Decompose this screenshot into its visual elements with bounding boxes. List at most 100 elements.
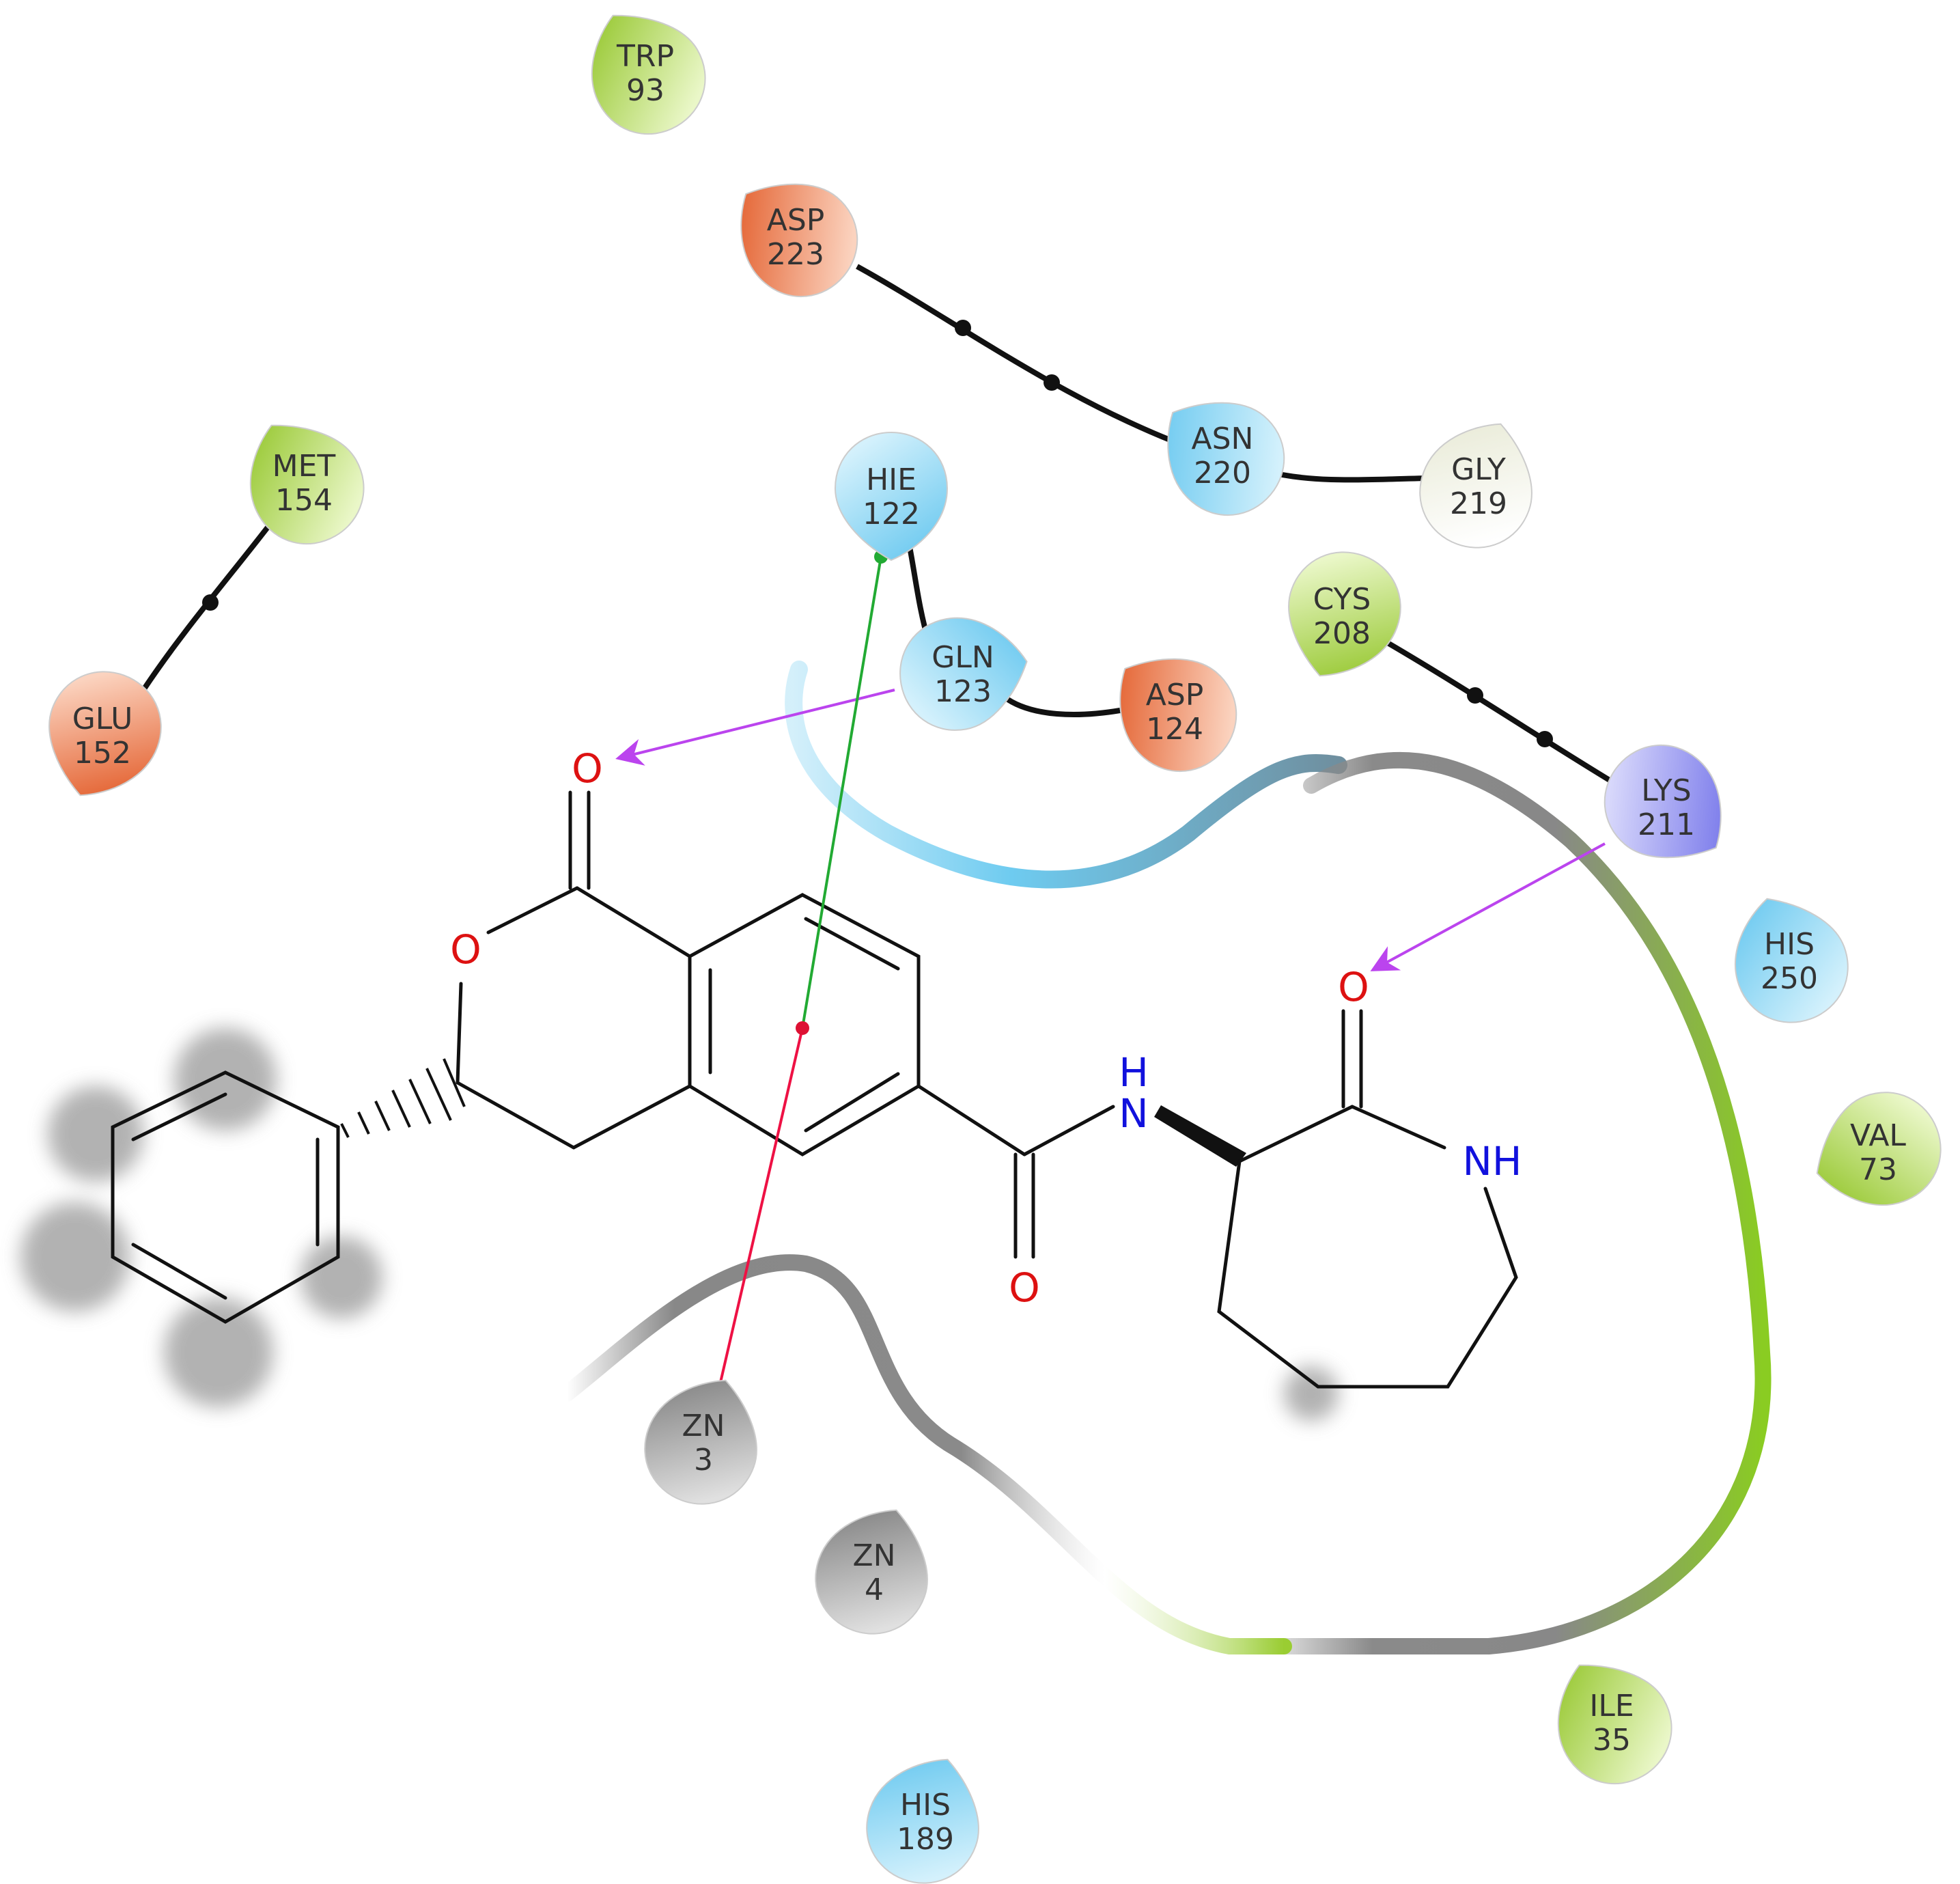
residue-name: GLY bbox=[1451, 452, 1506, 487]
atom-o-lactone-carbonyl: O bbox=[572, 745, 603, 792]
residue-number: 93 bbox=[626, 73, 664, 108]
residue-drop-shape bbox=[1419, 423, 1532, 549]
residue-name: ILE bbox=[1589, 1689, 1634, 1723]
stereo-solid-wedge bbox=[1154, 1105, 1246, 1167]
phenyl-double-bond bbox=[131, 1092, 227, 1141]
residue-name: VAL bbox=[1850, 1118, 1906, 1153]
phenyl-ring bbox=[111, 1070, 340, 1324]
residue-name: TRP bbox=[616, 39, 674, 74]
ring-centroid bbox=[796, 1021, 809, 1035]
backbone-dot bbox=[1467, 687, 1483, 704]
residue-number: 152 bbox=[74, 736, 131, 771]
residue-number: 35 bbox=[1593, 1723, 1631, 1758]
residue-number: 250 bbox=[1761, 961, 1818, 996]
bond-o2-c1 bbox=[486, 886, 579, 934]
backbone-dot bbox=[1044, 374, 1060, 391]
stereo-hash-wedge bbox=[340, 1058, 466, 1138]
phenyl-double-bond bbox=[131, 1243, 227, 1300]
residue-drop-shape bbox=[1735, 898, 1849, 1023]
residue-drop-shape bbox=[1604, 744, 1722, 859]
residue-drop-shape bbox=[644, 1379, 757, 1505]
residue-name: ZN bbox=[852, 1538, 895, 1573]
residue-number: 211 bbox=[1638, 807, 1695, 842]
residue-name: ASN bbox=[1192, 421, 1254, 456]
bond-c4-c4a bbox=[572, 1084, 692, 1150]
residue-drop-shape bbox=[591, 14, 706, 135]
bond-ring-amide-c bbox=[916, 1084, 1026, 1156]
bond-c1-c8a bbox=[575, 886, 692, 958]
residue-number: 4 bbox=[865, 1573, 884, 1607]
atom-o-amide: O bbox=[1009, 1264, 1040, 1311]
atom-n-amide: N bbox=[1119, 1090, 1148, 1137]
residue-zn3: ZN3 bbox=[644, 1379, 757, 1505]
backbone-asn220-gly219 bbox=[1265, 469, 1435, 483]
backbone-asp223-asn220 bbox=[856, 264, 1200, 454]
residue-name: LYS bbox=[1641, 773, 1691, 808]
backbone-dot bbox=[955, 320, 971, 336]
atom-o-ring: O bbox=[450, 926, 481, 973]
atom-labels: O O O H N O NH bbox=[450, 745, 1522, 1311]
residue-drop-shape bbox=[815, 1509, 928, 1635]
residue-name: MET bbox=[272, 449, 336, 484]
bond-amide-c-n bbox=[1022, 1105, 1115, 1156]
residue-name: ASP bbox=[1146, 678, 1204, 712]
hbond-lys211-o-lactam bbox=[1370, 842, 1606, 971]
residue-number: 189 bbox=[897, 1822, 954, 1857]
residue-drop-shape bbox=[740, 183, 858, 298]
residue-zn4: ZN4 bbox=[815, 1509, 928, 1635]
residue-drop-shape bbox=[1816, 1092, 1942, 1206]
residue-name: GLU bbox=[72, 702, 133, 736]
residue-name: HIE bbox=[866, 462, 916, 497]
backbone-cys208-lys211 bbox=[1384, 639, 1621, 788]
residue-drop-shape bbox=[249, 424, 365, 545]
residue-number: 223 bbox=[767, 237, 824, 272]
backbone-gln123-asp124 bbox=[1002, 694, 1121, 717]
residue-number: 122 bbox=[863, 497, 920, 531]
atom-h-amide: H bbox=[1119, 1049, 1149, 1096]
residue-drop-shape bbox=[1167, 402, 1285, 516]
benzene-double-bond bbox=[804, 917, 900, 971]
bond-co-nh bbox=[1350, 1105, 1446, 1150]
bond-c3-o2 bbox=[456, 982, 463, 1085]
residue-drop-shape bbox=[1119, 658, 1237, 773]
azepane-ring bbox=[1217, 1159, 1518, 1389]
residue-name: ASP bbox=[767, 203, 825, 238]
hbond-gln123-o-carbonyl bbox=[615, 689, 895, 766]
residue-name: GLN bbox=[932, 640, 994, 675]
pocket-outline-cyan bbox=[785, 661, 1347, 889]
backbone-dot bbox=[1537, 731, 1553, 747]
pi-stacking-hie122 bbox=[801, 556, 882, 1029]
residue-number: 3 bbox=[694, 1443, 713, 1478]
residue-name: ZN bbox=[682, 1409, 725, 1443]
atom-o-lactam: O bbox=[1338, 964, 1369, 1010]
residue-drop-shape bbox=[899, 617, 1028, 731]
benzene-double-bond bbox=[804, 1072, 900, 1133]
interactions bbox=[615, 550, 1606, 1398]
residue-name: CYS bbox=[1313, 582, 1371, 617]
backbone-dot bbox=[202, 594, 219, 611]
bond-ca-co bbox=[1237, 1105, 1354, 1163]
bond-c3-c4 bbox=[456, 1081, 576, 1150]
residue-drop-shape bbox=[1557, 1664, 1672, 1785]
residue-drop-shape bbox=[866, 1758, 979, 1884]
residue-number: 220 bbox=[1194, 456, 1251, 490]
residue-number: 124 bbox=[1146, 712, 1203, 747]
pocket-outline-main bbox=[1235, 751, 1772, 1654]
residue-number: 208 bbox=[1313, 616, 1371, 651]
residue-drop-shape bbox=[1288, 551, 1401, 677]
residue-name: HIS bbox=[900, 1788, 951, 1823]
